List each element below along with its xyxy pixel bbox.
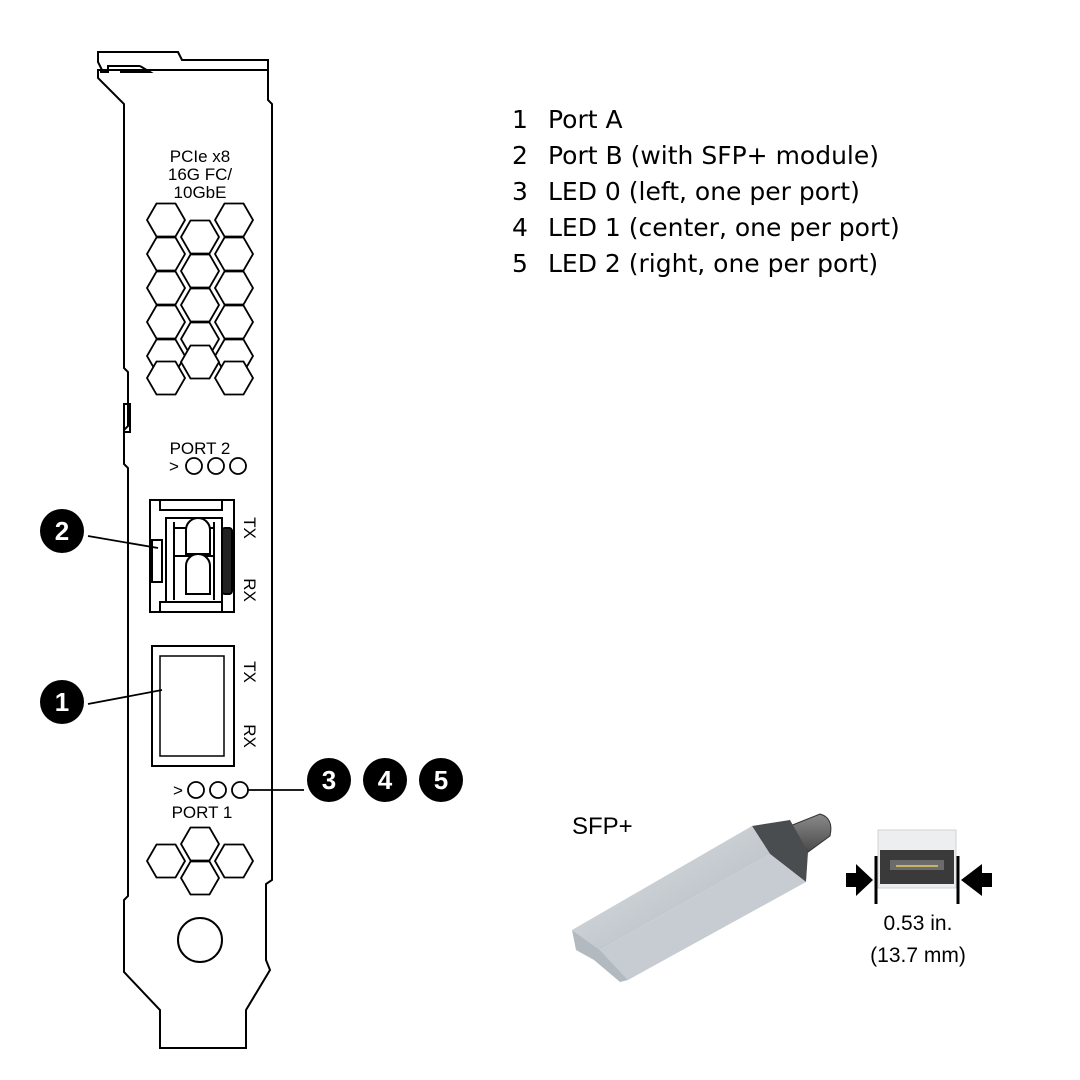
port2-led-1 — [207, 457, 225, 475]
legend-item: 3 LED 0 (left, one per port) — [512, 177, 860, 206]
vent-hexagon — [179, 860, 221, 896]
vent-hexagon — [213, 236, 255, 272]
legend-number: 1 — [512, 105, 528, 134]
port2-leds — [185, 457, 247, 475]
legend-item: 2 Port B (with SFP+ module) — [512, 141, 879, 170]
bracket-notch — [123, 403, 131, 433]
port2-label: PORT 2 — [170, 439, 231, 458]
port-b — [149, 499, 235, 613]
port1-leds — [187, 781, 249, 799]
callout-3-number: 3 — [322, 765, 336, 795]
vent-hexagon — [145, 236, 187, 272]
port2-led-arrow: > — [169, 457, 179, 476]
port-a-tx-label: TX — [240, 661, 259, 683]
bracket-label-pcie: PCIe x8 — [170, 147, 230, 166]
callout-leader-lines — [87, 535, 304, 791]
vent-hexagon — [179, 219, 221, 255]
legend-number: 3 — [512, 177, 528, 206]
port1-led-1 — [209, 781, 227, 799]
vent-hexagon — [145, 270, 187, 306]
port2-led-0 — [185, 457, 203, 475]
port-a-rx-label: RX — [240, 724, 259, 748]
sfp-lip — [572, 930, 628, 982]
port1-label: PORT 1 — [172, 803, 233, 822]
vent-hexagon — [179, 287, 221, 323]
sfp-title: SFP+ — [572, 813, 633, 840]
bracket-label-speed: 16G FC/ — [168, 165, 233, 184]
sfp-body-side — [600, 854, 806, 980]
arrow-right-icon — [846, 864, 873, 896]
vent-hexagons-top — [145, 202, 255, 396]
callout-3: 3 — [307, 758, 351, 802]
pcie-bracket — [97, 51, 273, 1049]
callout-1: 1 — [40, 680, 84, 724]
legend-text: Port A — [548, 105, 623, 134]
sfp-dimension-mm: (13.7 mm) — [870, 944, 966, 967]
arrow-left-icon — [961, 864, 992, 896]
legend-text: LED 0 (left, one per port) — [548, 177, 860, 206]
bracket-outline — [97, 69, 273, 1049]
callout-5-number: 5 — [434, 765, 448, 795]
callout-1-number: 1 — [55, 687, 69, 717]
vent-hexagon — [213, 360, 255, 396]
legend-item: 5 LED 2 (right, one per port) — [512, 249, 878, 278]
port-b-rx-label: RX — [240, 578, 259, 602]
port-b-tx-label: TX — [240, 517, 259, 539]
sfp-dimension-in: 0.53 in. — [884, 912, 953, 935]
vent-hexagons-bottom — [145, 826, 255, 896]
leader-line-2 — [87, 535, 159, 549]
callout-2-number: 2 — [55, 516, 69, 546]
port1-led-arrow: > — [173, 781, 183, 800]
legend-text: LED 1 (center, one per port) — [548, 213, 900, 242]
vent-hexagon — [213, 270, 255, 306]
vent-hexagon — [145, 304, 187, 340]
legend-text: LED 2 (right, one per port) — [548, 249, 878, 278]
callout-5: 5 — [419, 758, 463, 802]
legend: 1 Port A 2 Port B (with SFP+ module) 3 L… — [512, 105, 900, 278]
port-a-cage — [151, 645, 235, 767]
mounting-hole — [177, 917, 223, 963]
vent-hexagon — [145, 360, 187, 396]
sfp-module-illustration — [572, 813, 832, 982]
bracket-top-tab — [97, 51, 269, 71]
sfp-body-top — [572, 826, 770, 950]
legend-text: Port B (with SFP+ module) — [548, 141, 879, 170]
port-a — [151, 645, 235, 767]
legend-number: 2 — [512, 141, 528, 170]
port2-led-2 — [229, 457, 247, 475]
sfp-end-cap — [752, 820, 808, 882]
callout-4: 4 — [363, 758, 407, 802]
legend-item: 4 LED 1 (center, one per port) — [512, 213, 900, 242]
port-a-opening — [159, 655, 225, 757]
vent-hexagon — [145, 202, 187, 238]
dimension-arrows — [846, 856, 992, 904]
port-b-latch — [151, 539, 163, 583]
callout-2: 2 — [40, 509, 84, 553]
legend-number: 4 — [512, 213, 528, 242]
sfp-cable — [789, 813, 832, 853]
bracket-label-eth: 10GbE — [174, 183, 227, 202]
vent-hexagon — [179, 826, 221, 862]
vent-hexagon — [145, 843, 187, 879]
sfp-end-view — [877, 829, 957, 889]
vent-hexagon — [179, 344, 221, 380]
vent-hexagon — [213, 304, 255, 340]
leader-line-1 — [87, 689, 163, 705]
vent-hexagon — [213, 202, 255, 238]
legend-item: 1 Port A — [512, 105, 623, 134]
port1-led-0 — [187, 781, 205, 799]
callout-4-number: 4 — [378, 765, 393, 795]
port-b-rx-lens — [185, 553, 211, 595]
port-b-pull-tab — [221, 527, 233, 595]
port-b-frame — [149, 499, 235, 613]
vent-hexagon — [213, 843, 255, 879]
port1-led-2 — [231, 781, 249, 799]
legend-number: 5 — [512, 249, 528, 278]
vent-hexagon — [179, 253, 221, 289]
